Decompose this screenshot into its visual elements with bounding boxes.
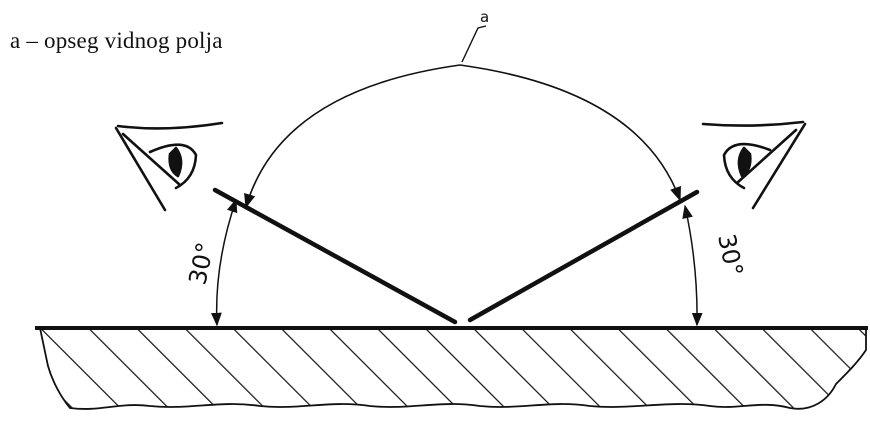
left-angle-arc bbox=[211, 198, 238, 327]
eye-icon-left bbox=[114, 121, 224, 212]
arc-callout-leader bbox=[461, 25, 487, 63]
field-of-view-arc bbox=[244, 64, 681, 209]
left-angle-label: 30° bbox=[183, 240, 219, 287]
arc-callout-label: a bbox=[480, 8, 489, 26]
right-angle-label: 30° bbox=[712, 231, 748, 278]
left-panel bbox=[212, 187, 458, 325]
right-panel bbox=[467, 189, 700, 323]
right-angle-arc bbox=[682, 204, 703, 327]
legend-text: a – opseg vidnog polja bbox=[10, 28, 223, 53]
ground-hatching bbox=[38, 327, 867, 410]
eye-icon-right bbox=[701, 120, 807, 210]
